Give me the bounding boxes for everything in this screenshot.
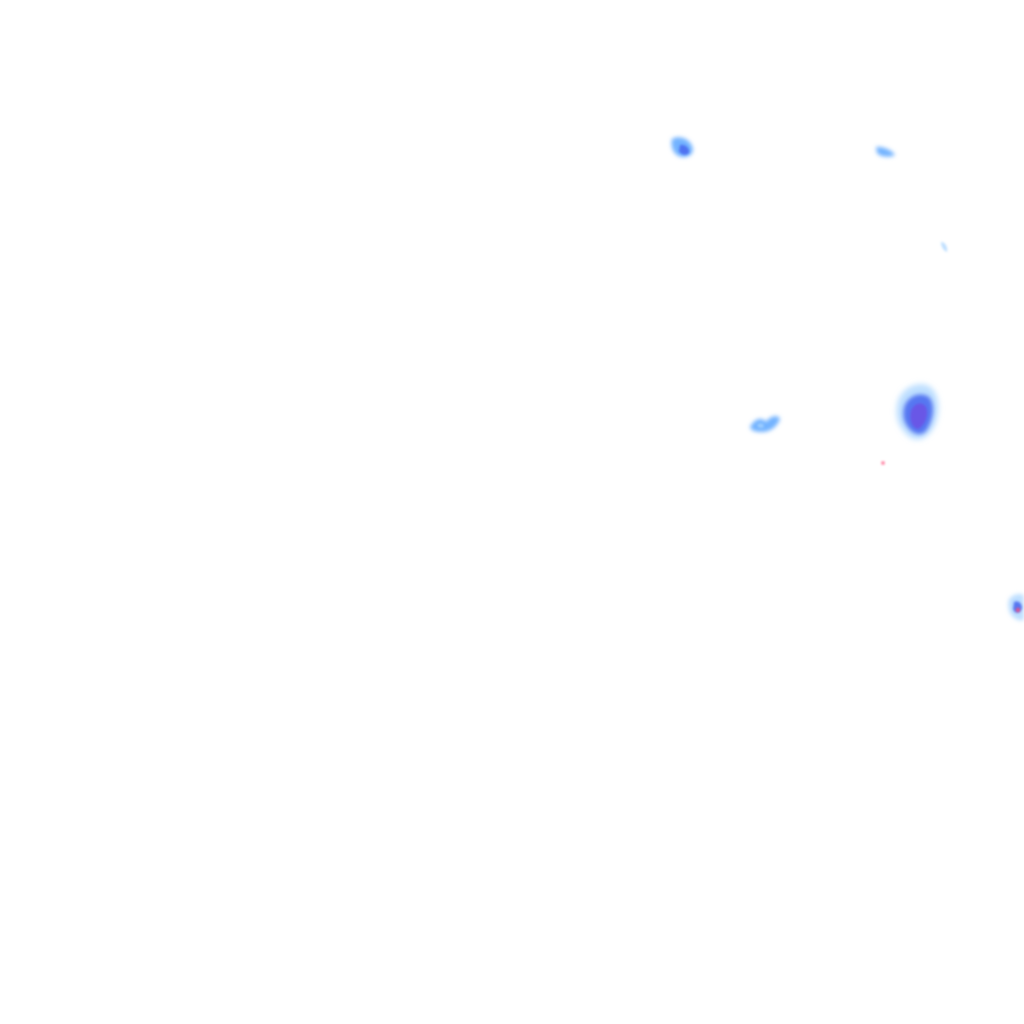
echo-5: [896, 384, 939, 440]
echo-7: [1008, 594, 1024, 621]
echo-3: [941, 242, 948, 252]
echo-1: [671, 137, 693, 158]
echo-6: [881, 461, 885, 465]
echo-4: [750, 416, 780, 432]
echo-2: [876, 146, 895, 157]
